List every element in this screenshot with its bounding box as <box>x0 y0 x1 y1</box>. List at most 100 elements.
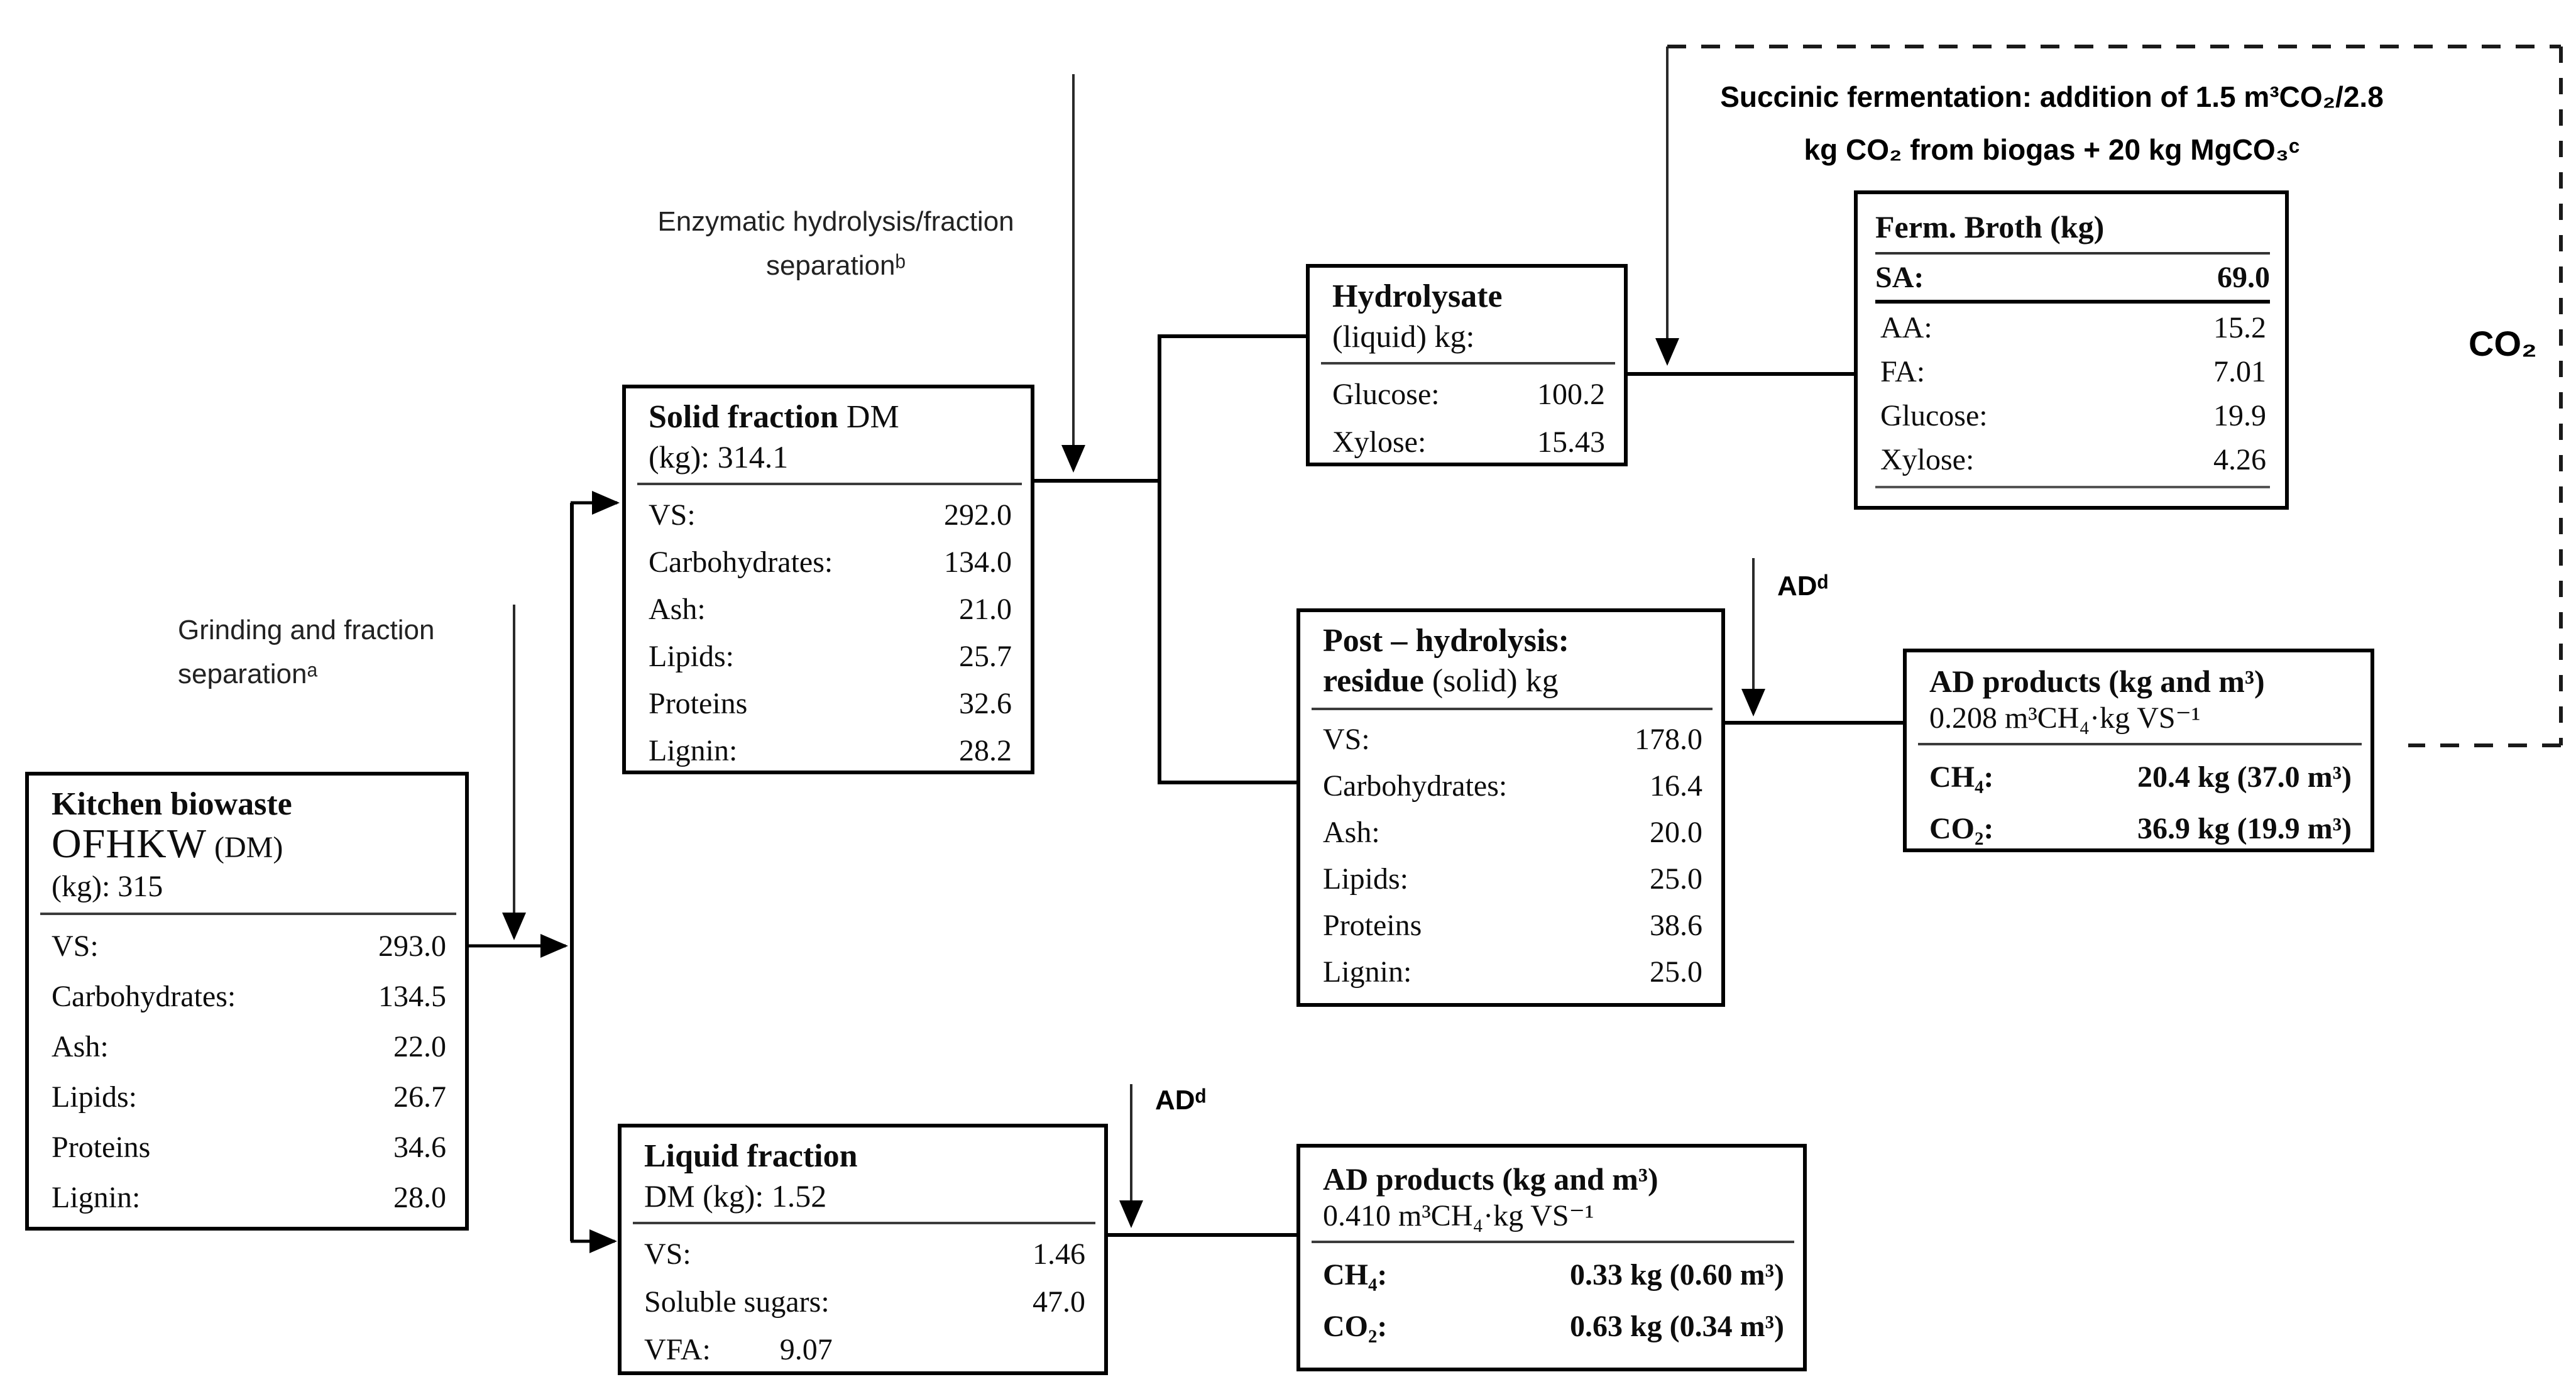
row-value: 0.63 kg (0.34 m³) <box>1569 1310 1784 1343</box>
row-value: 22.0 <box>393 1030 446 1063</box>
row-label: Ash: <box>52 1030 109 1063</box>
grinding-label-line1: Grinding and fraction <box>178 615 435 645</box>
succinic-label-line1: Succinic fermentation: addition of 1.5 m… <box>1720 80 2384 113</box>
row-label: CH₄: <box>1929 760 1994 794</box>
row-value: 16.4 <box>1650 769 1702 803</box>
row-value: 36.9 kg (19.9 m³) <box>2137 812 2352 845</box>
table-row: VFA: 9.07 <box>644 1326 1085 1374</box>
table-row: VS:1.46 <box>644 1231 1085 1278</box>
row-label: Glucose: <box>1332 378 1440 411</box>
solid-fraction-box: Solid fraction DM (kg): 314.1 VS: 292.0 C… <box>622 385 1034 774</box>
row-label: VS: <box>644 1237 691 1271</box>
row-label: Proteins <box>649 687 748 720</box>
row-label: Lipids: <box>649 640 735 673</box>
row-label: VS: <box>649 498 696 532</box>
row-value: 19.9 <box>2213 399 2266 432</box>
hydrolysate-box: Hydrolysate (liquid) kg: Glucose:100.2 X… <box>1306 264 1628 466</box>
row-value: 47.0 <box>1033 1285 1085 1319</box>
row-value: 100.2 <box>1537 378 1605 411</box>
title-bold: residue <box>1323 663 1424 699</box>
kitchen-biowaste-box: Kitchen biowaste OFHKW (DM) (kg): 315 VS… <box>25 772 469 1231</box>
table-row: Soluble sugars: 47.0 <box>644 1278 1085 1326</box>
row-value: 32.6 <box>959 687 1012 720</box>
title-bold: Solid fraction <box>649 399 838 435</box>
ad-products-bottom-box: AD products (kg and m³) 0.410 m³CH₄·kg V… <box>1296 1144 1807 1371</box>
divider <box>1875 486 2270 488</box>
row-value: 25.7 <box>959 640 1012 673</box>
table-row: Ash: 22.0 <box>52 1022 446 1072</box>
table-row: CH₄:20.4 kg (37.0 m³) <box>1929 752 2352 803</box>
ofhkw-acronym: OFHKW <box>52 821 207 867</box>
row-label: Lignin: <box>649 734 738 767</box>
table-row: Glucose: 100.2 <box>1332 371 1605 419</box>
row-value: 9.07 <box>779 1333 833 1366</box>
row-label: VS: <box>52 930 99 963</box>
row-value: 292.0 <box>944 498 1012 532</box>
row-label: SA: <box>1875 261 1924 294</box>
box-subtitle: DM (kg): 1.52 <box>644 1178 827 1214</box>
row-value: 293.0 <box>378 930 446 963</box>
grinding-label-line2: separationᵃ <box>178 659 317 689</box>
row-value: 26.7 <box>393 1080 446 1114</box>
box-title: AD products (kg and m³) <box>1929 664 2265 699</box>
divider <box>1918 743 2362 745</box>
table-row: VS: 293.0 <box>52 921 446 972</box>
liquid-fraction-box: Liquid fraction DM (kg): 1.52 VS:1.46 So… <box>618 1124 1108 1375</box>
box-title-line2: residue (solid) kg <box>1323 661 1702 701</box>
table-row: Lipids: 25.7 <box>649 633 1012 680</box>
table-row: Carbohydrates:134.0 <box>649 539 1012 586</box>
title-rest: DM <box>838 399 899 435</box>
table-row: Carbohydrates:134.5 <box>52 972 446 1022</box>
row-value: 0.33 kg (0.60 m³) <box>1569 1258 1784 1292</box>
row-label: CH₄: <box>1323 1258 1388 1292</box>
row-label: Proteins <box>1323 909 1422 942</box>
succinic-fermentation-label: Succinic fermentation: addition of 1.5 m… <box>1684 70 2420 176</box>
table-row: CO₂: 36.9 kg (19.9 m³) <box>1929 803 2352 855</box>
row-label: VS: <box>1323 723 1370 756</box>
ad-label-top: ADᵈ <box>1777 571 1828 601</box>
box-subtitle: 0.410 m³CH₄·kg VS⁻¹ <box>1323 1199 1594 1232</box>
table-row: Proteins 32.6 <box>649 680 1012 727</box>
co2-label: CO₂ <box>2469 324 2537 363</box>
table-row: Lignin:28.2 <box>649 727 1012 774</box>
row-label: Lignin: <box>1323 955 1412 989</box>
post-hydrolysis-residue-box: Post – hydrolysis: residue (solid) kg VS… <box>1296 608 1725 1007</box>
row-label: Carbohydrates: <box>649 546 833 579</box>
table-row: VS:178.0 <box>1323 716 1702 763</box>
row-label: FA: <box>1880 355 1926 388</box>
table-row: Glucose:19.9 <box>1880 394 2266 438</box>
table-row: FA: 7.01 <box>1880 350 2266 394</box>
divider <box>637 483 1022 485</box>
row-label: Soluble sugars: <box>644 1285 830 1319</box>
title-rest: (solid) kg <box>1423 663 1559 699</box>
row-value: 28.0 <box>393 1181 446 1214</box>
row-label: Lipids: <box>1323 862 1409 896</box>
row-value: 15.43 <box>1537 425 1605 459</box>
kg-line: (kg): 314.1 <box>649 439 789 475</box>
row-value: 7.01 <box>2213 355 2266 388</box>
box-title: Kitchen biowaste <box>52 786 292 822</box>
row-label: Carbohydrates: <box>1323 769 1508 803</box>
row-value: 25.0 <box>1650 955 1702 989</box>
row-value: 21.0 <box>959 593 1012 626</box>
box-title: Ferm. Broth (kg) <box>1875 207 2270 255</box>
row-label: Xylose: <box>1880 443 1975 476</box>
table-row: Ash:20.0 <box>1323 809 1702 856</box>
row-label: Lignin: <box>52 1181 141 1214</box>
enzymatic-label: Enzymatic hydrolysis/fraction separation… <box>619 200 1053 288</box>
row-label: AA: <box>1880 311 1932 344</box>
box-subtitle: 0.208 m³CH₄·kg VS⁻¹ <box>1929 701 2201 735</box>
table-row: VS: 292.0 <box>649 491 1012 539</box>
row-value: 4.26 <box>2213 443 2266 476</box>
row-label: Ash: <box>649 593 706 626</box>
table-row: Lipids:25.0 <box>1323 856 1702 902</box>
table-row: Lignin: 28.0 <box>52 1173 446 1223</box>
row-label: Lipids: <box>52 1080 138 1114</box>
row-label: VFA: <box>644 1333 711 1366</box>
row-label: CO₂: <box>1929 812 1994 845</box>
row-label: Carbohydrates: <box>52 980 236 1013</box>
kg-line: (kg): 315 <box>52 870 163 903</box>
table-row: Xylose: 4.26 <box>1880 438 2266 482</box>
